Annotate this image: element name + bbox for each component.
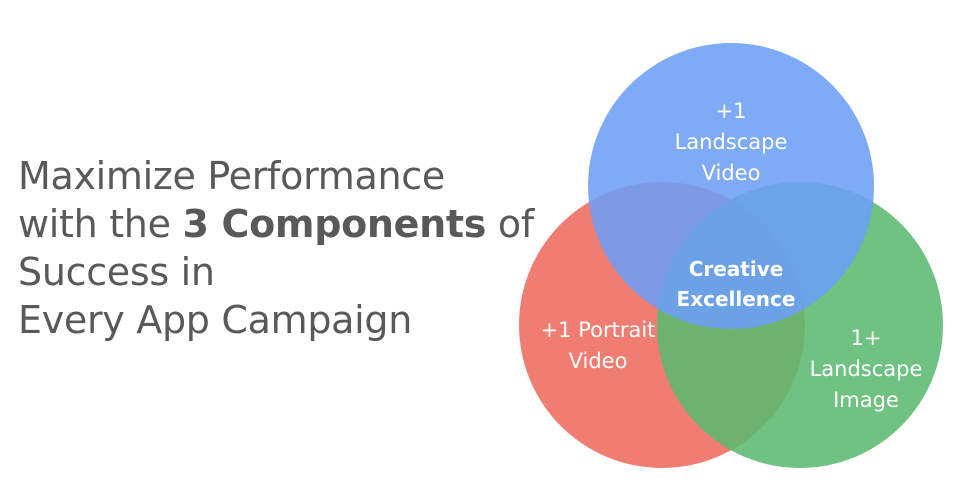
top-circle-label-1: +1 [716, 99, 747, 123]
right-circle-label-1: 1+ [851, 326, 882, 350]
center-label-2: Excellence [677, 287, 796, 311]
headline-line-2-post: of [486, 202, 534, 246]
headline-line-2-bold: 3 Components [182, 202, 487, 246]
headline-line-4: Every App Campaign [18, 298, 412, 342]
venn-circle-landscape-video [588, 43, 874, 329]
headline-line-2-pre: with the [18, 202, 183, 246]
left-circle-label-2: Video [569, 349, 628, 373]
left-circle-label-1: +1 Portrait [541, 318, 656, 342]
headline-line-1: Maximize Performance [18, 154, 445, 198]
headline-line-3: Success in [18, 250, 215, 294]
headline: Maximize Performance with the 3 Componen… [18, 152, 534, 344]
right-circle-label-2: Landscape [810, 357, 923, 381]
center-label-1: Creative [689, 257, 784, 281]
top-circle-label-3: Video [702, 161, 761, 185]
headline-line-2: with the 3 Components of [18, 200, 534, 248]
top-circle-label-2: Landscape [675, 130, 788, 154]
right-circle-label-3: Image [833, 388, 899, 412]
